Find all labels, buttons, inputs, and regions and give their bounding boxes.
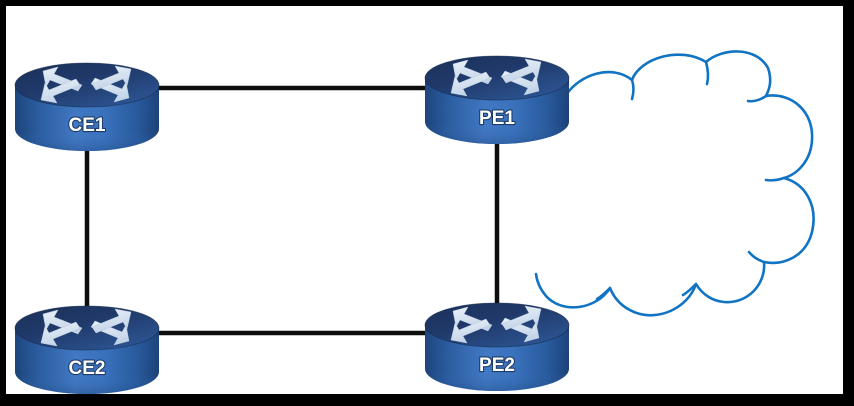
node-label-pe2: PE2	[479, 355, 515, 376]
provider-cloud[interactable]	[534, 50, 815, 317]
node-pe1[interactable]: PE1	[424, 55, 570, 145]
node-ce2[interactable]: CE2	[14, 305, 160, 395]
node-pe2[interactable]: PE2	[424, 302, 570, 392]
node-label-pe1: PE1	[479, 108, 515, 129]
router-icon	[14, 62, 160, 152]
router-icon	[424, 55, 570, 145]
node-label-ce1: CE1	[69, 115, 106, 136]
router-icon	[14, 305, 160, 395]
cloud-outline	[534, 50, 815, 317]
cloud-scallop-ticks	[595, 60, 786, 301]
link-layer	[84, 85, 500, 336]
node-ce1[interactable]: CE1	[14, 62, 160, 152]
node-label-ce2: CE2	[69, 358, 106, 379]
router-icon	[424, 302, 570, 392]
